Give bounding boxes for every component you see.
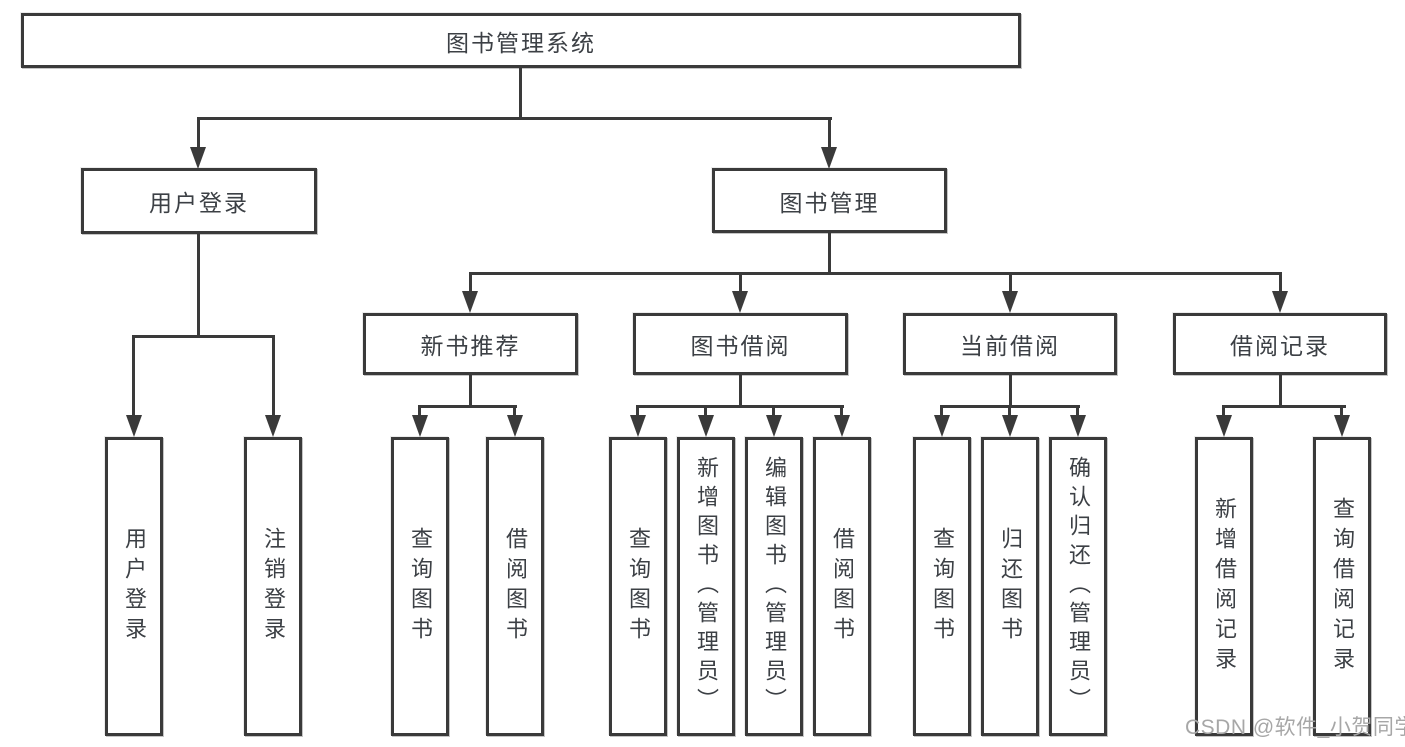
leaf-bb-borrow-books: 借阅图书 <box>813 437 871 736</box>
arrowhead-down-icon <box>1272 291 1288 313</box>
node-book-management: 图书管理 <box>712 168 947 233</box>
node-borrowing-records: 借阅记录 <box>1173 313 1387 375</box>
arrowhead-down-icon <box>126 415 142 437</box>
connector-user-login-stem <box>197 233 200 337</box>
connector-shaft-leaf <box>636 405 639 420</box>
connector-shaft-user-login <box>197 117 200 150</box>
connector-shaft-level3 <box>469 272 472 295</box>
connector-shaft-leaf <box>272 335 275 419</box>
csdn-watermark: CSDN @软件_小贺同学 <box>1185 716 1405 739</box>
leaf-bb-edit-books-admin: 编辑图书（管理员） <box>745 437 803 736</box>
leaf-cb-confirm-return-admin: 确认归还（管理员） <box>1049 437 1107 736</box>
connector-book-management-stem <box>828 232 831 274</box>
connector-shaft-book-management <box>828 117 831 150</box>
arrowhead-down-icon <box>462 291 478 313</box>
connector-shaft-leaf <box>513 405 516 420</box>
connector-shaft-leaf <box>940 405 943 420</box>
connector-shaft-leaf <box>1008 405 1011 420</box>
connector-shaft-leaf <box>132 335 135 419</box>
connector-level3-rail <box>469 272 1281 275</box>
connector-shaft-leaf <box>1340 405 1343 420</box>
connector-shaft-leaf <box>840 405 843 420</box>
arrowhead-down-icon <box>698 415 714 437</box>
leaf-br-add-record: 新增借阅记录 <box>1195 437 1253 736</box>
leaf-user-login: 用户登录 <box>105 437 163 736</box>
arrowhead-down-icon <box>630 415 646 437</box>
leaf-nbr-query-books: 查询图书 <box>391 437 449 736</box>
leaf-bb-query-books: 查询图书 <box>609 437 667 736</box>
leaf-bb-add-books-admin: 新增图书（管理员） <box>677 437 735 736</box>
arrowhead-down-icon <box>732 291 748 313</box>
arrowhead-down-icon <box>934 415 950 437</box>
arrowhead-down-icon <box>507 415 523 437</box>
connector-shaft-leaf <box>704 405 707 420</box>
arrowhead-down-icon <box>821 147 837 169</box>
connector-group-stem <box>739 373 742 408</box>
node-book-borrowing: 图书借阅 <box>633 313 848 375</box>
connector-root-stem <box>519 66 522 119</box>
connector-group-rail <box>418 405 517 408</box>
connector-shaft-level3 <box>1279 272 1282 295</box>
connector-group-rail <box>636 405 844 408</box>
node-root: 图书管理系统 <box>21 13 1021 68</box>
connector-group-stem <box>469 373 472 408</box>
node-current-borrowing: 当前借阅 <box>903 313 1117 375</box>
connector-shaft-leaf <box>1222 405 1225 420</box>
connector-shaft-level3 <box>1009 272 1012 295</box>
arrowhead-down-icon <box>412 415 428 437</box>
connector-group-stem <box>1279 375 1282 408</box>
leaf-cb-query-books: 查询图书 <box>913 437 971 736</box>
connector-group-rail <box>1222 405 1346 408</box>
node-new-book-recommend: 新书推荐 <box>363 313 578 375</box>
connector-shaft-leaf <box>772 405 775 420</box>
leaf-logout: 注销登录 <box>244 437 302 736</box>
arrowhead-down-icon <box>1002 415 1018 437</box>
arrowhead-down-icon <box>766 415 782 437</box>
arrowhead-down-icon <box>1070 415 1086 437</box>
node-user-login: 用户登录 <box>81 168 317 234</box>
connector-shaft-level3 <box>739 272 742 295</box>
arrowhead-down-icon <box>1334 415 1350 437</box>
arrowhead-down-icon <box>190 147 206 169</box>
arrowhead-down-icon <box>265 415 281 437</box>
arrowhead-down-icon <box>1002 291 1018 313</box>
arrowhead-down-icon <box>1216 415 1232 437</box>
leaf-cb-return-books: 归还图书 <box>981 437 1039 736</box>
arrowhead-down-icon <box>834 415 850 437</box>
connector-level1-rail <box>197 117 832 120</box>
leaf-br-query-record: 查询借阅记录 <box>1313 437 1371 736</box>
connector-shaft-leaf <box>1076 405 1079 420</box>
connector-group-stem <box>1009 373 1012 408</box>
leaf-nbr-borrow-books: 借阅图书 <box>486 437 544 736</box>
connector-shaft-leaf <box>418 405 421 420</box>
connector-user-login-rail <box>132 335 275 338</box>
